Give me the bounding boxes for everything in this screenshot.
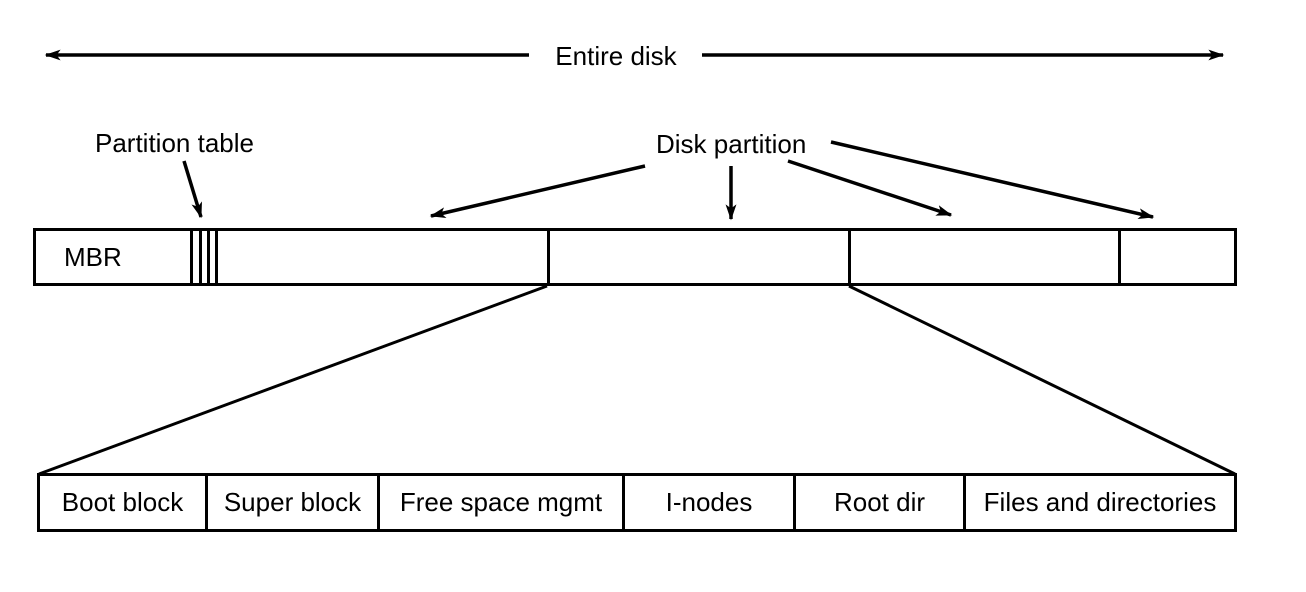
disk-partition-arrow-4 bbox=[830, 140, 1155, 219]
expansion-line-left bbox=[38, 284, 548, 476]
partition-table-stripe bbox=[215, 231, 218, 283]
fs-segment-super-block: Super block bbox=[205, 476, 377, 529]
partition-table-stripe bbox=[199, 231, 202, 283]
partition-table-stripe bbox=[190, 231, 193, 283]
disk-partition-label: Disk partition bbox=[656, 129, 807, 159]
fs-segment-root-dir: Root dir bbox=[793, 476, 963, 529]
partition-divider-2 bbox=[848, 231, 851, 283]
mbr-block: MBR bbox=[64, 241, 122, 272]
expansion-lines bbox=[38, 284, 1236, 476]
fs-segment-files-and-directories: Files and directories bbox=[963, 476, 1234, 529]
entire-disk-label: Entire disk bbox=[555, 41, 677, 71]
disk-bar: MBR bbox=[33, 228, 1237, 286]
disk-partition-arrow-1 bbox=[429, 164, 646, 218]
fs-segment-boot-block: Boot block bbox=[61, 487, 184, 517]
partition-divider-1 bbox=[547, 231, 550, 283]
disk-partition-arrows bbox=[429, 140, 1155, 221]
fs-segment-i-nodes: I-nodes bbox=[622, 476, 793, 529]
fs-segment-free-space-mgmt: Free space mgmt bbox=[377, 476, 622, 529]
filesystem-bar: Boot block Super block Free space mgmt I… bbox=[37, 473, 1237, 532]
partition-table-arrow bbox=[182, 160, 203, 219]
disk-partition-arrow-3 bbox=[787, 159, 953, 217]
partition-divider-3 bbox=[1118, 231, 1121, 283]
expansion-line-right bbox=[848, 284, 1236, 476]
partition-table-label: Partition table bbox=[95, 128, 254, 158]
partition-table-stripe bbox=[207, 231, 210, 283]
